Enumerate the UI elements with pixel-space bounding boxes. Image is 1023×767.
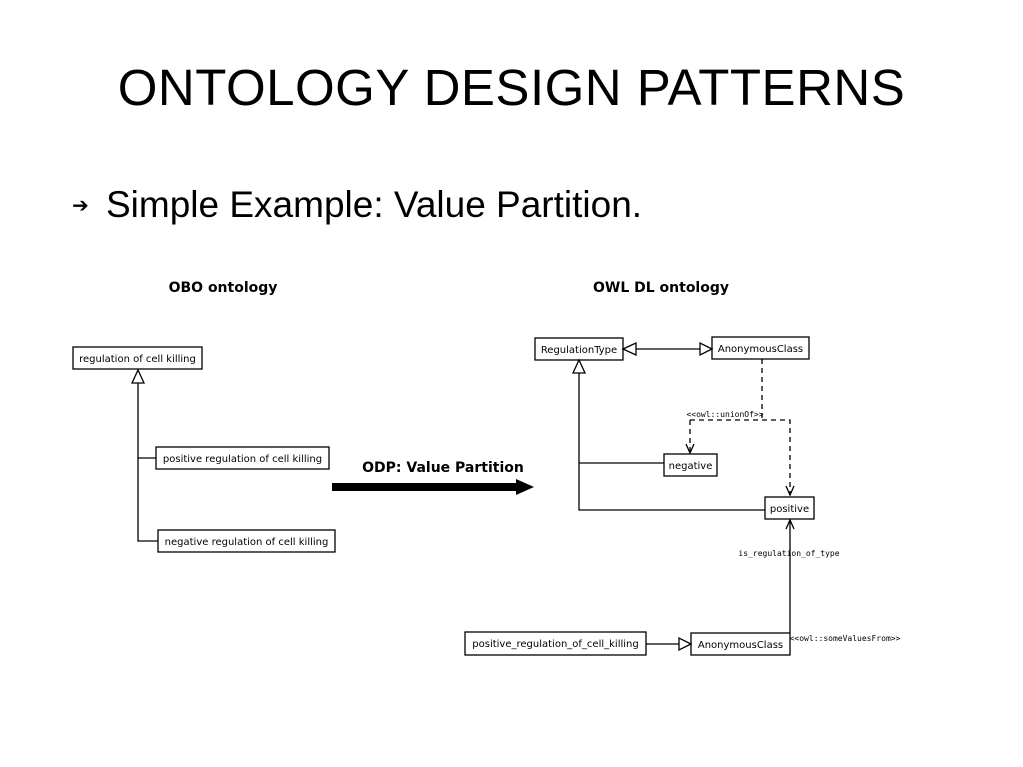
owl-anonymous-class-bottom-node: AnonymousClass bbox=[690, 632, 791, 656]
owl-anonymous-class-top-label: AnonymousClass bbox=[718, 344, 803, 355]
owl-positive-node: positive bbox=[764, 496, 815, 520]
owl-anonymous-to-regulation-edge bbox=[621, 341, 714, 357]
owl-regulation-type-label: RegulationType bbox=[541, 345, 617, 356]
obo-parent-node: regulation of cell killing bbox=[72, 346, 203, 370]
owl-ontology-title: OWL DL ontology bbox=[593, 280, 729, 296]
odp-label: ODP: Value Partition bbox=[362, 460, 524, 476]
owl-union-of-edges bbox=[685, 359, 795, 497]
page-title: ONTOLOGY DESIGN PATTERNS bbox=[117, 59, 906, 116]
obo-positive-node: positive regulation of cell killing bbox=[155, 446, 330, 470]
owl-positive-regulation-to-anonymous-edge bbox=[646, 636, 693, 652]
owl-union-of-label: <<owl::unionOf>> bbox=[686, 410, 763, 419]
obo-ontology-title: OBO ontology bbox=[169, 280, 278, 296]
owl-positive-regulation-node: positive_regulation_of_cell_killing bbox=[464, 631, 647, 656]
owl-anonymous-class-bottom-label: AnonymousClass bbox=[698, 640, 783, 651]
owl-positive-regulation-label: positive_regulation_of_cell_killing bbox=[472, 639, 638, 650]
owl-subclass-edges bbox=[571, 358, 765, 511]
arrow-right-icon: ➔ bbox=[72, 194, 89, 217]
owl-some-values-from-edge bbox=[785, 518, 795, 633]
bullet-text: Simple Example: Value Partition. bbox=[106, 184, 643, 225]
owl-positive-label: positive bbox=[770, 504, 809, 515]
odp-arrow bbox=[332, 479, 534, 495]
owl-anonymous-class-top-node: AnonymousClass bbox=[711, 336, 810, 360]
obo-parent-label: regulation of cell killing bbox=[79, 354, 196, 365]
owl-negative-node: negative bbox=[663, 453, 718, 477]
obo-negative-node: negative regulation of cell killing bbox=[157, 529, 336, 553]
owl-regulation-type-node: RegulationType bbox=[534, 337, 624, 361]
obo-positive-label: positive regulation of cell killing bbox=[163, 454, 322, 465]
bullet-item: ➔ Simple Example: Value Partition. bbox=[72, 184, 642, 226]
owl-some-values-from-label: <<owl::someValuesFrom>> bbox=[790, 634, 901, 643]
obo-negative-label: negative regulation of cell killing bbox=[165, 537, 329, 548]
obo-is-a-edges bbox=[130, 368, 158, 542]
owl-is-regulation-of-type-label: is_regulation_of_type bbox=[738, 549, 839, 558]
owl-negative-label: negative bbox=[669, 461, 713, 472]
